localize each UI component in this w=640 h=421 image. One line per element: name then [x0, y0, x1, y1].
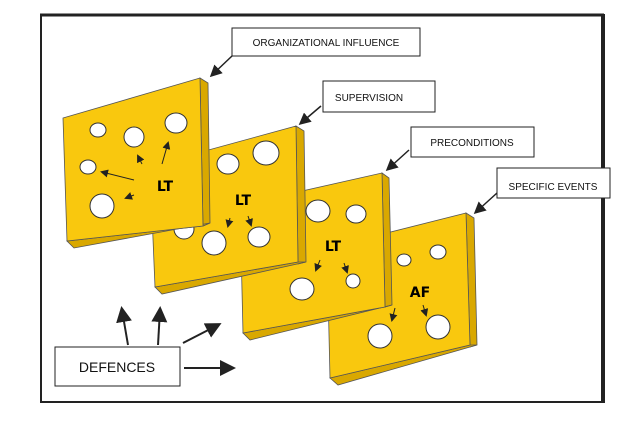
svg-text:PRECONDITIONS: PRECONDITIONS	[430, 138, 514, 149]
plate-label: LT	[325, 239, 342, 255]
svg-text:ORGANIZATIONAL INFLUENCE: ORGANIZATIONAL INFLUENCE	[253, 38, 400, 49]
callout-supervision: SUPERVISION	[298, 80, 436, 125]
defences-box: DEFENCES	[54, 346, 181, 387]
callout-preconditions: PRECONDITIONS	[385, 126, 535, 172]
plate-label: AF	[410, 285, 430, 301]
plate-label: LT	[235, 193, 252, 209]
svg-text:SPECIFIC EVENTS: SPECIFIC EVENTS	[509, 182, 598, 193]
plate-organizational-influence: LT	[62, 77, 211, 249]
svg-text:SUPERVISION: SUPERVISION	[335, 93, 403, 104]
svg-text:DEFENCES: DEFENCES	[79, 359, 155, 375]
callout-specific-events: SPECIFIC EVENTS	[473, 167, 611, 215]
defences-arrows	[116, 306, 236, 376]
callout-organizational-influence: ORGANIZATIONAL INFLUENCE	[209, 27, 421, 78]
plate-label: LT	[157, 179, 174, 195]
